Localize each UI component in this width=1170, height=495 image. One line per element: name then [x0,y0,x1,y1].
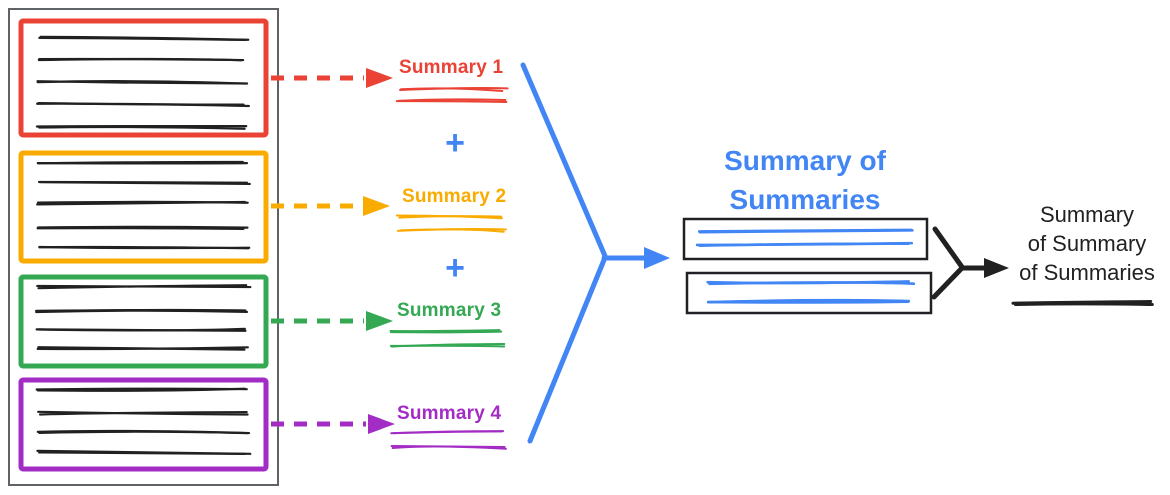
summary-1-label: Summary 1 [399,57,504,78]
final-merge-line-bottom [931,265,965,300]
scribble-text-line [706,280,910,285]
summary-4-scribbles [390,430,507,450]
doc-3-scribbles [35,284,252,351]
merge-to-final-arrow [931,226,1009,300]
scribble-text-line [38,245,251,250]
sos-box-1-scribbles [695,228,914,247]
scribble-text-line [37,57,243,62]
final-arrowhead-icon [984,258,1009,278]
doc-2-scribbles [36,160,251,250]
summary-1-scribbles [395,87,509,103]
scribble-text-line [389,329,501,333]
scribble-text-line [39,35,250,41]
scribble-text-line [35,309,249,314]
summary-3-label: Summary 3 [397,300,502,321]
scribble-text-line [389,330,503,334]
merge-to-sos-arrow [520,62,670,444]
scribble-text-line [399,87,504,92]
final-label-line-3: of Summaries [1019,260,1155,285]
scribble-text-line [395,100,508,103]
scribble-text-line [698,242,910,247]
scribble-text-line [37,102,245,106]
doc-to-summary-arrows [271,68,395,434]
summary-3-scribbles [389,329,506,348]
sos-box-2-scribbles [706,280,916,304]
scribble-text-line [36,284,252,289]
merge-line-bottom [527,257,607,444]
scribble-text-line [390,430,503,435]
arrow-doc2-head-icon [363,196,390,216]
document-box-1 [18,18,269,138]
merge-line-top [520,62,608,259]
arrow-doc1-head-icon [366,68,393,88]
final-merge-line-top [932,226,965,270]
sos-title-line-1: Summary of [724,145,886,176]
scribble-text-line [697,228,913,233]
scribble-text-line [37,160,244,165]
document-box-2 [18,150,269,264]
summary-2-scribbles [395,214,507,233]
scribble-text-line [36,200,249,204]
summary-of-summaries-boxes [682,217,933,315]
final-summary-label: Summary of Summary of Summaries [1008,200,1166,287]
source-panel-border [8,8,279,486]
summary-2-label: Summary 2 [402,186,507,207]
scribble-text-line [36,346,249,351]
final-label-line-2: of Summary [1027,231,1147,256]
plus-sign-2: + [445,249,465,287]
scribble-text-line [396,228,507,232]
arrow-doc4-head-icon [368,414,395,434]
plus-sign-1: + [445,124,465,162]
scribble-text-line [36,225,249,229]
document-box-4 [18,377,269,472]
scribble-text-line [397,98,507,102]
scribble-text-line [35,387,248,391]
scribble-text-line [35,328,247,332]
doc-1-scribbles [35,35,250,130]
final-label-line-1: Summary [1039,202,1135,227]
scribble-text-line [38,430,249,435]
summary-4-label: Summary 4 [397,403,502,424]
document-box-3 [18,274,269,369]
source-documents-panel [8,8,279,486]
sos-box-1 [682,217,929,261]
scribble-text-line [1011,300,1153,305]
scribble-text-line [389,344,506,348]
merge-arrowhead-icon [644,247,670,269]
scribble-text-line [36,80,249,85]
scribble-text-line [395,214,503,220]
scribble-text-line [37,180,249,184]
scribble-text-line [38,410,248,416]
scribble-text-line [706,300,910,304]
arrow-doc3-head-icon [366,311,393,331]
final-summary-scribble [1011,300,1154,306]
scribble-text-line [36,449,252,455]
summary-of-summaries-title: Summary of Summaries [695,141,915,219]
sos-title-line-2: Summaries [729,184,881,215]
doc-4-scribbles [35,387,252,456]
sos-box-2 [685,271,933,315]
scribble-text-line [391,445,507,450]
